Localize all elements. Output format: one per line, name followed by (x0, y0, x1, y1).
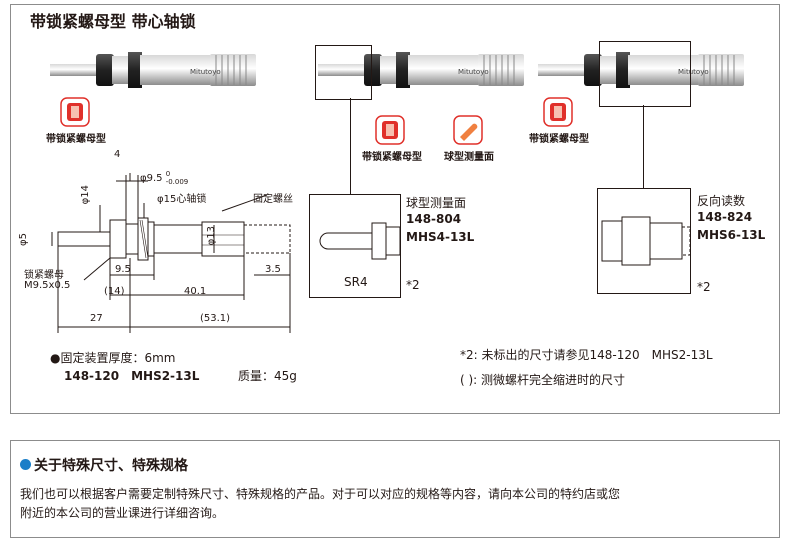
dim-9-5: 9.5 (115, 264, 131, 275)
lock-nut-icon (60, 97, 90, 127)
icon-label-left: 带锁紧螺母型 (46, 134, 106, 145)
right-detail-code: MHS6-13L (697, 228, 766, 242)
dim-fixed-thread: 固定螺丝 (253, 194, 293, 205)
dim-3-5: 3.5 (265, 264, 281, 275)
icon-label-mid-2: 球型测量面 (444, 152, 494, 163)
micrometer-photo-mid: Mitutoyo (318, 52, 524, 88)
svg-text:Mitutoyo: Mitutoyo (458, 68, 489, 76)
sr4-label: SR4 (344, 275, 368, 289)
dim-27: 27 (90, 313, 103, 324)
dim-53-1: (53.1) (200, 313, 231, 324)
micrometer-photo-right: Mitutoyo (538, 52, 744, 88)
mid-detail-code: MHS4-13L (406, 230, 475, 244)
mid-detail-title: 球型测量面 (406, 196, 467, 210)
dim-14: (14) (104, 286, 125, 297)
icon-label-right: 带锁紧螺母型 (529, 134, 589, 145)
custom-spec-body-1: 我们也可以根据客户需要定制特殊尺寸、特殊规格的产品。对于可以对应的规格等内容，请… (20, 487, 621, 501)
highlight-box-right (599, 41, 691, 107)
dim-40-1: 40.1 (184, 286, 207, 297)
mid-detail-note: *2 (406, 278, 420, 292)
spec-mass: 质量：45g (238, 369, 297, 383)
mid-detail-model: 148-804 (406, 212, 462, 226)
icon-label-mid-1: 带锁紧螺母型 (362, 152, 422, 163)
custom-spec-heading: 关于特殊尺寸、特殊规格 (34, 458, 188, 474)
reverse-reading-drawing (601, 216, 690, 266)
connector-line-right (643, 105, 644, 188)
svg-text:Mitutoyo: Mitutoyo (678, 68, 709, 76)
highlight-box-mid (315, 45, 372, 100)
lock-nut-icon (543, 97, 573, 127)
dim-phi-14: φ14 (80, 185, 91, 205)
dimension-drawing (51, 173, 291, 333)
dim-lock-nut-spec: M9.5x0.5 (24, 280, 71, 291)
dim-phi-13: φ13 (206, 226, 217, 246)
dim-phi-5: φ5 (18, 233, 29, 246)
dim-phi-9-5: φ9.5 0 -0.009 (140, 170, 189, 186)
page-title: 带锁紧螺母型 带心轴锁 (30, 12, 196, 31)
micrometer-photo-left: Mitutoyo (50, 52, 256, 88)
detail-box-ball-face: SR4 (309, 194, 401, 298)
spec-mount-thickness: ●固定装置厚度：6mm (50, 351, 176, 365)
brand-text: Mitutoyo (190, 68, 221, 76)
heading-bullet-icon (20, 459, 31, 470)
connector-line-mid (350, 98, 351, 194)
ball-face-icon (453, 115, 483, 145)
custom-spec-body-2: 附近的本公司的营业课进行详细咨询。 (20, 506, 225, 520)
ball-spindle-drawing (319, 222, 400, 260)
note-2: *2: 未标出的尺寸请参见148-120 MHS2-13L (460, 348, 713, 362)
dim-lock-nut: 锁紧螺母 (24, 270, 64, 281)
spec-model: 148-120 MHS2-13L (64, 369, 200, 383)
right-detail-note: *2 (697, 280, 711, 294)
right-detail-model: 148-824 (697, 210, 753, 224)
lock-nut-icon (375, 115, 405, 145)
custom-spec-panel (10, 440, 780, 538)
dim-4: 4 (114, 149, 121, 160)
note-paren: ( ): 测微螺杆完全缩进时的尺寸 (460, 373, 626, 387)
dim-phi-15-spindle-lock: φ15心轴锁 (157, 194, 207, 205)
detail-box-reverse (597, 188, 691, 294)
right-detail-title: 反向读数 (697, 194, 746, 208)
